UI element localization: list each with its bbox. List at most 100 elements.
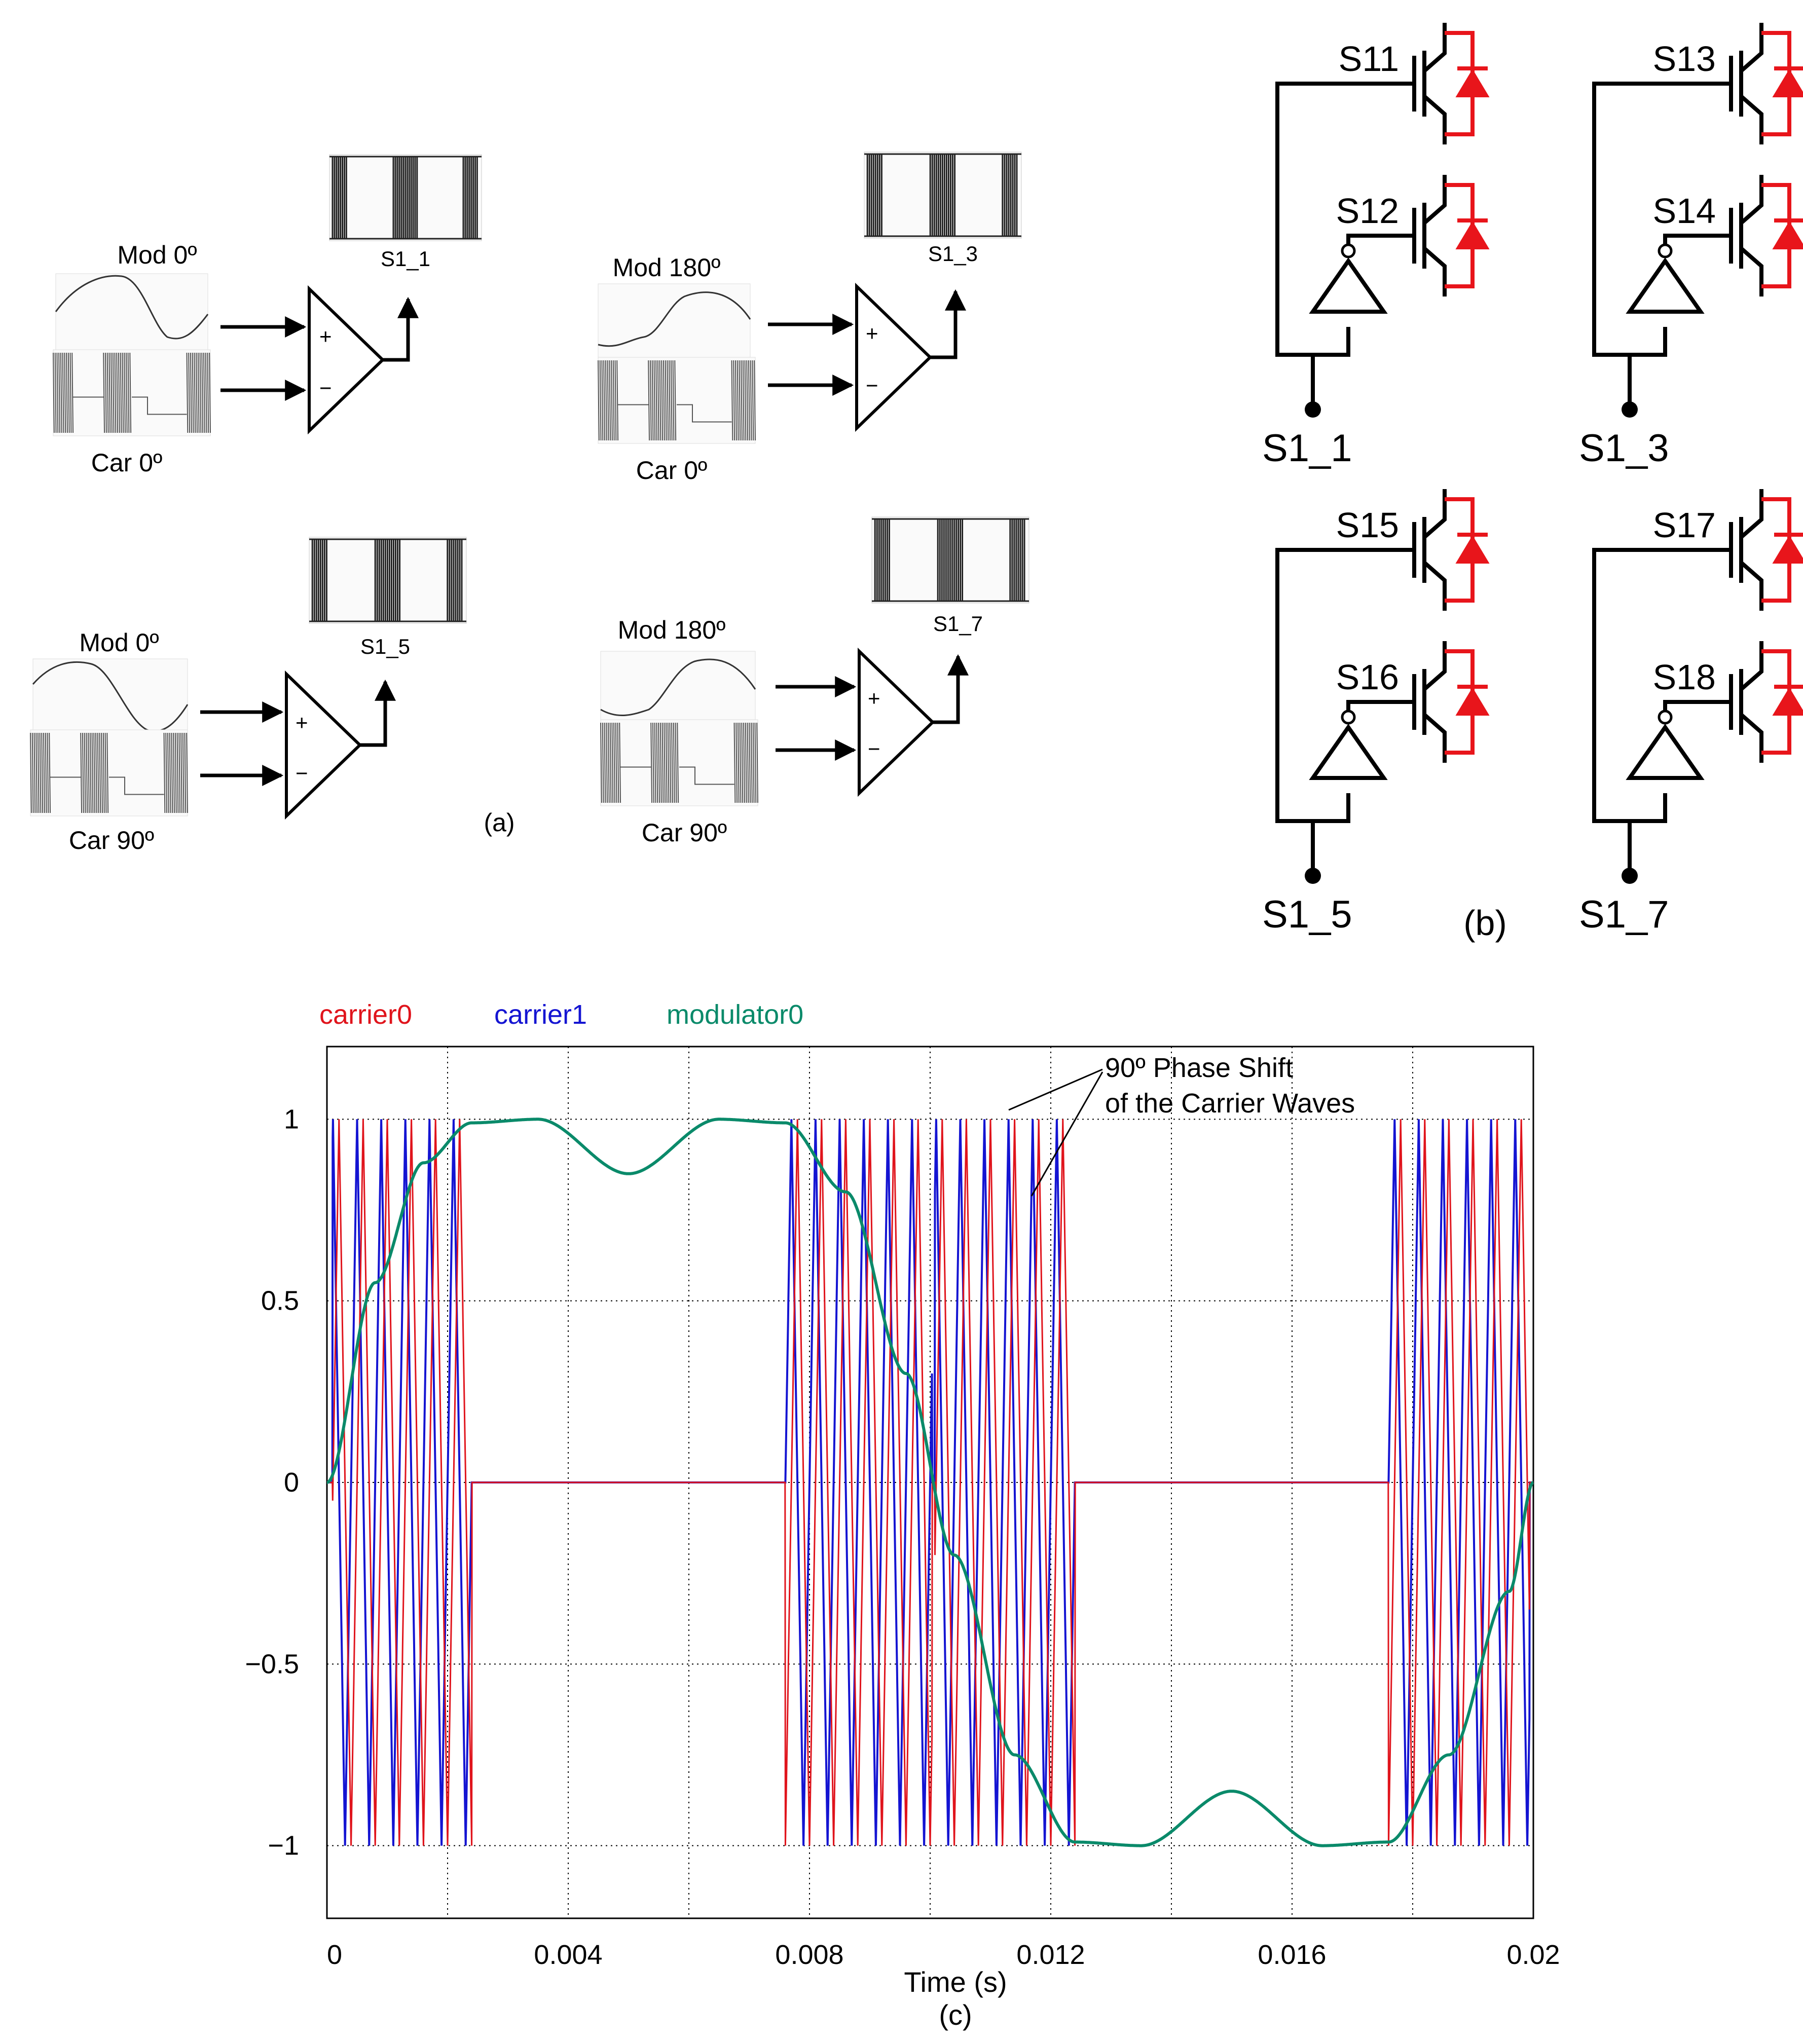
input-node bbox=[1305, 868, 1321, 884]
y-tick-label: −0.5 bbox=[245, 1649, 299, 1679]
upper-switch-label: S11 bbox=[1339, 39, 1399, 79]
input-node bbox=[1305, 401, 1321, 418]
input-signal-label: S1_7 bbox=[1579, 893, 1669, 936]
upper-switch-label: S17 bbox=[1652, 505, 1716, 545]
upper-igbt-icon bbox=[1729, 489, 1803, 611]
output-pulse-thumbnail bbox=[871, 516, 1029, 604]
y-tick-label: 0.5 bbox=[261, 1286, 299, 1316]
comparator-block-4: Mod 180º Car 90º + − S1_7 bbox=[600, 516, 1029, 847]
input-signal-label: S1_1 bbox=[1262, 427, 1352, 470]
series-modulator0-line bbox=[326, 1118, 1534, 1847]
mod-label: Mod 0º bbox=[79, 628, 159, 657]
output-pulse-thumbnail bbox=[329, 154, 482, 241]
output-arrow bbox=[360, 679, 396, 747]
upper-igbt-icon bbox=[1729, 23, 1803, 144]
output-pulse-thumbnail bbox=[309, 537, 467, 624]
output-arrow bbox=[933, 654, 969, 724]
comparator-icon bbox=[858, 647, 935, 797]
legend-carrier1: carrier1 bbox=[494, 999, 587, 1030]
x-axis-label: Time (s) bbox=[904, 1966, 1007, 1998]
car-label: Car 0º bbox=[91, 449, 163, 477]
mod-label: Mod 180º bbox=[613, 253, 721, 282]
carrier-thumbnail bbox=[30, 729, 188, 816]
minus-sign: − bbox=[866, 374, 878, 397]
input-node bbox=[1622, 868, 1638, 884]
comparator-block-2: Mod 180º Car 0º + − S1_3 bbox=[598, 152, 1022, 485]
output-arrow bbox=[383, 296, 419, 362]
upper-igbt-icon bbox=[1412, 23, 1490, 144]
x-tick-label: 0 bbox=[327, 1940, 342, 1970]
output-arrow bbox=[930, 289, 966, 359]
out-label: S1_7 bbox=[933, 612, 983, 636]
output-pulse-thumbnail bbox=[864, 152, 1022, 239]
x-tick-label: 0.012 bbox=[1016, 1940, 1085, 1970]
minus-sign: − bbox=[296, 761, 308, 785]
lower-switch-label: S18 bbox=[1652, 657, 1716, 697]
minus-sign: − bbox=[868, 737, 880, 761]
lower-igbt-icon bbox=[1412, 175, 1490, 296]
panel-c-caption: (c) bbox=[939, 1999, 972, 2031]
car-label: Car 0º bbox=[636, 456, 708, 485]
plus-sign: + bbox=[868, 686, 880, 710]
annotation-line-2: of the Carrier Waves bbox=[1105, 1088, 1355, 1119]
inverter-icon bbox=[1309, 257, 1388, 314]
lower-igbt-icon bbox=[1412, 641, 1490, 763]
carrier-thumbnail bbox=[600, 719, 758, 806]
modulator-thumbnail bbox=[598, 283, 751, 360]
lower-igbt-icon bbox=[1729, 175, 1803, 296]
lower-switch-label: S14 bbox=[1652, 191, 1716, 231]
x-tick-label: 0.02 bbox=[1506, 1940, 1560, 1970]
plus-sign: + bbox=[866, 321, 878, 345]
out-label: S1_3 bbox=[928, 242, 978, 266]
input-node bbox=[1622, 401, 1638, 418]
car-label: Car 90º bbox=[69, 826, 154, 854]
panel-c-chart: carrier0 carrier1 modulator0 0 0.004 0.008… bbox=[245, 999, 1560, 2031]
car-label: Car 90º bbox=[642, 819, 727, 847]
mod-label: Mod 180º bbox=[618, 616, 726, 644]
carrier-thumbnail bbox=[598, 357, 756, 444]
inverter-icon bbox=[1309, 724, 1388, 780]
series-carrier0-line bbox=[327, 1119, 1533, 1846]
panel-a-comparators: Mod 0º Car 0º + − S1_1 Mod 180º Car bbox=[30, 152, 1029, 854]
upper-igbt-icon bbox=[1412, 489, 1490, 611]
y-tick-label: 0 bbox=[284, 1467, 299, 1498]
y-tick-label: −1 bbox=[268, 1831, 299, 1861]
mod-label: Mod 0º bbox=[117, 241, 197, 269]
modulator-thumbnail bbox=[600, 651, 756, 728]
lower-igbt-icon bbox=[1729, 641, 1803, 763]
lower-switch-label: S12 bbox=[1336, 191, 1399, 231]
annotation-pointer-2 bbox=[1031, 1071, 1103, 1197]
annotation-pointer-1 bbox=[1008, 1068, 1103, 1111]
x-tick-label: 0.008 bbox=[775, 1940, 843, 1970]
inverter-icon bbox=[1626, 724, 1705, 780]
legend-modulator0: modulator0 bbox=[667, 999, 803, 1030]
chart-legend: carrier0 carrier1 modulator0 bbox=[319, 999, 803, 1030]
comparator-icon bbox=[308, 285, 385, 435]
modulator-thumbnail bbox=[55, 273, 209, 350]
out-label: S1_1 bbox=[381, 247, 430, 271]
upper-switch-label: S13 bbox=[1652, 39, 1716, 79]
inverter-icon bbox=[1626, 257, 1705, 314]
comparator-icon bbox=[285, 670, 362, 820]
annotation-line-1: 90º Phase Shift bbox=[1105, 1053, 1293, 1083]
plus-sign: + bbox=[319, 324, 332, 348]
out-label: S1_5 bbox=[360, 635, 410, 658]
carrier-thumbnail bbox=[53, 349, 211, 436]
x-tick-label: 0.016 bbox=[1258, 1940, 1326, 1970]
input-signal-label: S1_3 bbox=[1579, 427, 1669, 470]
modulator-thumbnail bbox=[32, 658, 189, 735]
legend-carrier0: carrier0 bbox=[319, 999, 412, 1030]
comparator-block-3: Mod 0º Car 90º + − S1_5 bbox=[30, 537, 467, 854]
upper-switch-label: S15 bbox=[1336, 505, 1399, 545]
x-tick-label: 0.004 bbox=[534, 1940, 602, 1970]
minus-sign: − bbox=[319, 376, 332, 400]
plus-sign: + bbox=[296, 711, 308, 734]
